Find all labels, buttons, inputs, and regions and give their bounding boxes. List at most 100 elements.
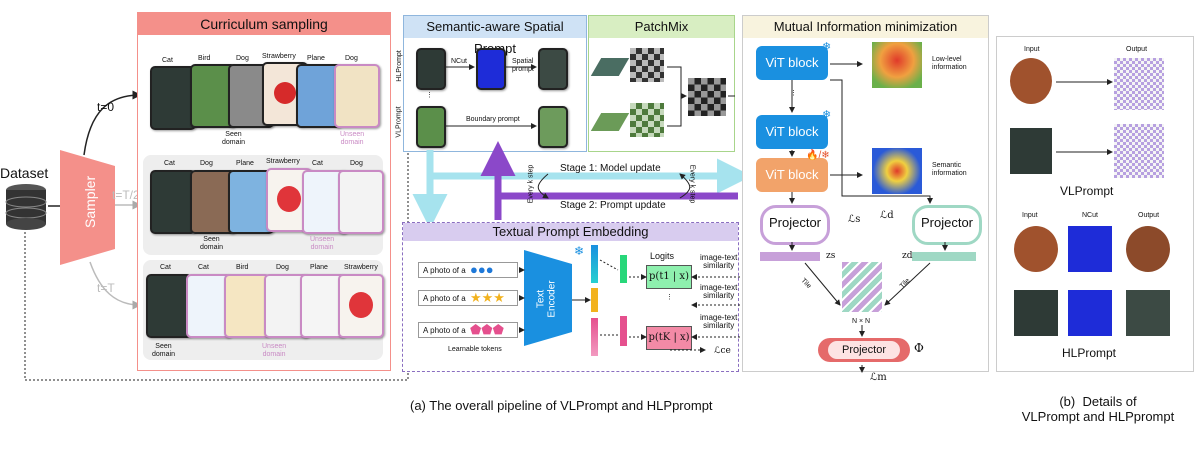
hl-cat-input [1014,290,1058,336]
projector-s: Projector [760,205,830,245]
caption-b: (b) Details of VLPrompt and HLPprompt [1021,394,1175,424]
lce-label: ℒce [714,346,731,356]
sp-dots: ⋮ [426,92,433,99]
snowflake-icon: ❄ [574,244,585,258]
details-input-label-1: Input [1024,46,1040,53]
snowflake-icon-vit2: ❄ [822,109,832,121]
stage1-label: Stage 1: Model update [560,163,661,174]
r3-seen: Seen domain [152,343,175,358]
sim-label-1: image-text similarity [700,253,738,270]
details-hlprompt-label: HLPrompt [1062,346,1117,360]
embed-bar-2 [591,288,598,312]
details-vlprompt-label: VLPrompt [1060,184,1114,198]
r2-lbl-4: Cat [312,160,323,167]
r3-lbl-4: Plane [310,264,328,271]
r2-unseen: Unseen domain [310,236,335,251]
patchmix-title: PatchMix [589,16,734,38]
r1-lbl-2: Dog [236,55,249,62]
vit-block-3: ViT block [756,158,828,192]
logit-bar-1 [620,255,627,283]
sp-cat-out [538,48,568,90]
hl-dog-ncut [1068,226,1112,272]
r1-lbl-4: Plane [307,55,325,62]
r2-lbl-0: Cat [164,160,175,167]
details-output-label-2: Output [1138,212,1160,219]
hl-cat-ncut [1068,290,1112,336]
learnable-label: Learnable tokens [448,346,502,353]
sampler-block [60,150,115,265]
dataset-label: Dataset [0,165,49,181]
hl-cat-output [1126,290,1170,336]
details-arrows [1056,79,1113,155]
prompt-row-3: A photo of a [418,322,518,338]
r2-lbl-5: Dog [350,160,363,167]
mi-arrows [789,61,948,373]
logit-bar-2 [620,316,627,346]
details-dog-output [1114,58,1164,110]
r3-lbl-2: Bird [236,264,249,271]
r3-lbl-3: Dog [276,264,289,271]
patchmix-output [688,78,726,116]
stage2-label: Stage 2: Prompt update [560,200,666,211]
details-cat-input [1010,128,1052,174]
nxn-label: N × N [852,318,871,325]
token-stars: ★★★ [470,290,505,305]
logit-p1: p(t1 | x) [646,265,692,289]
r2-lbl-1: Dog [200,160,213,167]
embed-bar-3 [591,318,598,356]
vit-block-2-label: ViT block [765,124,819,139]
text-encoder-block [524,250,572,346]
spatial-arrows [444,64,537,129]
sp-bird-in [416,106,446,148]
r1-unseen: Unseen domain [340,131,365,146]
projector-s-label: Projector [768,215,822,230]
prompt-text-2: A photo of a [423,294,466,303]
projector-d: Projector [912,205,982,245]
mi-title: Mutual Information minimization [743,16,988,38]
r1-card-dog-unseen [334,64,380,128]
vit-block-3-label: ViT block [765,167,819,182]
vit-dots: ⋮ [790,90,797,97]
sp-bird-out [538,106,568,148]
prompt-row-1: A photo of a [418,262,518,278]
low-level-heatmap [872,42,922,88]
zs-label: zs [826,251,836,261]
r1-lbl-5: Dog [345,55,358,62]
projector-phi-inner: Projector [828,341,900,359]
token-circles: ●●● [470,262,494,277]
patchmix-grid-a [630,48,664,82]
ld-label: ℒd [880,210,894,221]
dataset-icon [4,182,48,232]
sim-label-2: image-text similarity [700,283,738,300]
snowflake-icon-vit1: ❄ [822,41,832,53]
lm-label: ℒm [870,372,887,383]
r2-lbl-3: Strawberry [266,158,300,165]
details-input-label-2: Input [1022,212,1038,219]
low-level-label: Low-level information [932,56,967,71]
fire-icon-vit3: 🔥/❄ [806,150,830,161]
r1-lbl-1: Bird [198,55,211,62]
r1-seen: Seen domain [222,131,245,146]
sp-cat-in [416,48,446,90]
vit-block-1-label: ViT block [765,55,819,70]
r2-card-cat [150,170,196,234]
details-ncut-label: NCut [1082,212,1098,219]
sp-ncut-out [476,48,506,90]
r3-card-strawberry [338,274,384,338]
tT2-label: t=T/2 [112,188,140,202]
logit-pk-text: p(tK | x) [648,332,690,343]
r3-lbl-0: Cat [160,264,171,271]
vit-block-1: ViT block [756,46,828,80]
sp-spatial-label: Spatial prompt [512,58,534,73]
phi-label: Φ [914,341,924,355]
r1-lbl-3: Strawberry [262,53,296,60]
embed-bar-1 [591,245,598,283]
projector-phi-label: Projector [841,344,887,356]
textual-title: Textual Prompt Embedding [403,223,738,241]
prompt-text-3: A photo of a [423,326,466,335]
r1-lbl-0: Cat [162,57,173,64]
logits-label: Logits [650,251,675,261]
r2-card-dog-sketch [338,170,384,234]
r2-seen: Seen domain [200,236,223,251]
